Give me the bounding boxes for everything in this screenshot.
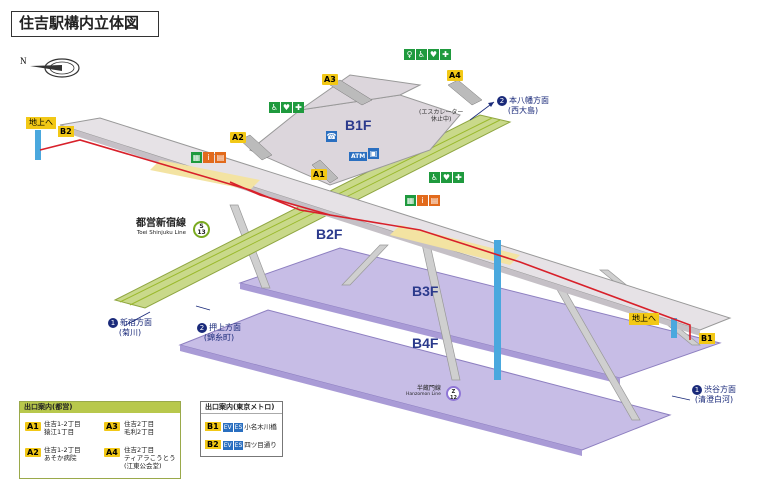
legend-toei-a2-text: 住吉1-2丁目 あそか病院: [44, 446, 81, 462]
level-b3f: B3F: [412, 283, 439, 299]
exit-a2: A2: [230, 132, 246, 143]
exit-b2: B2: [58, 126, 74, 137]
exit-a3: A3: [322, 74, 338, 85]
ticket-machine-icon: ▣: [368, 148, 379, 159]
compass-icon: N: [20, 56, 80, 78]
hanzomon-line-name: 半蔵門線: [416, 385, 441, 392]
ticket-gate-icon: ▦: [405, 195, 416, 206]
toilet-icon: ♀: [404, 49, 415, 60]
facility-icons-a4: ♀♿♥✚: [404, 49, 452, 68]
legend-toei-a4: A4: [104, 448, 120, 457]
level-b2f: B2F: [316, 226, 343, 242]
facility-icons-b2f: ♿♥✚: [429, 172, 465, 191]
elevator-shaft-b2: [35, 130, 41, 160]
accessible-toilet-icon: ♿: [416, 49, 427, 60]
ticket-gate-icon: ▦: [191, 152, 202, 163]
phone-icon-wrap: ☎: [326, 131, 338, 150]
accessible-icon: ♿: [429, 172, 440, 183]
ground-label-east: 地上へ: [629, 313, 659, 325]
legend-toei-a3-text: 住吉2丁目 毛利2丁目: [124, 420, 155, 436]
ground-label-west: 地上へ: [26, 117, 56, 129]
atm-icon: ATM: [349, 152, 368, 161]
legend-toei-a1-text: 住吉1-2丁目 猿江1丁目: [44, 420, 81, 436]
ostomate-icon: ✚: [293, 102, 304, 113]
exit-a4: A4: [447, 70, 463, 81]
hanzomon-line-name-en: Hanzomon Line: [406, 392, 441, 397]
legend-toei-a4-text: 住吉2丁目 ティアラこうとう (江東公会堂): [124, 446, 176, 470]
level-b4f: B4F: [412, 335, 439, 351]
legend-toei-a2: A2: [25, 448, 41, 457]
facility-icons-east: ▦i▤: [405, 195, 441, 214]
ostomate-icon: ✚: [440, 49, 451, 60]
route-line-east: [229, 181, 331, 216]
escalator-note: (エスカレーター 休止中): [419, 109, 464, 123]
page-title: 住吉駅構内立体図: [11, 11, 159, 37]
elevator-shaft-b1: [671, 318, 677, 338]
platform-zone-2: [390, 225, 520, 265]
baby-icon: ♥: [441, 172, 452, 183]
compass-label: N: [20, 56, 27, 66]
exit-a1: A1: [311, 169, 327, 180]
facility-icons-west: ▦i▤: [191, 152, 227, 171]
baby-icon: ♥: [281, 102, 292, 113]
info-icon: i: [203, 152, 214, 163]
hanzomon-line-label: 半蔵門線 Hanzomon Line: [406, 385, 441, 398]
accessible-icon: ♿: [269, 102, 280, 113]
route-line-west: [39, 139, 691, 340]
legend-toei-a1: A1: [25, 422, 41, 431]
phone-icon: ☎: [326, 131, 337, 142]
level-b1f: B1F: [345, 117, 372, 133]
shinjuku-line-name-en: Toei Shinjuku Line: [136, 230, 186, 236]
elevator-shaft-main: [494, 240, 501, 380]
ticket-machine-wrap: ▣: [368, 148, 380, 167]
locker-icon: ▤: [215, 152, 226, 163]
facility-icons-b1f: ♿♥✚: [269, 102, 305, 121]
shinjuku-line-label: 都営新宿線 Toei Shinjuku Line: [136, 218, 186, 237]
baby-icon: ♥: [428, 49, 439, 60]
locker-icon: ▤: [429, 195, 440, 206]
exit-b1: B1: [699, 333, 715, 344]
ostomate-icon: ✚: [453, 172, 464, 183]
legend-metro-header: 出口案内(東京メトロ): [201, 402, 282, 414]
legend-toei: 出口案内(都営) A1 住吉1-2丁目 猿江1丁目 A2 住吉1-2丁目 あそか…: [19, 401, 181, 479]
legend-toei-a3: A3: [104, 422, 120, 431]
info-icon: i: [417, 195, 428, 206]
legend-toei-header: 出口案内(都営): [20, 402, 180, 413]
shinjuku-line-name: 都営新宿線: [136, 218, 186, 229]
